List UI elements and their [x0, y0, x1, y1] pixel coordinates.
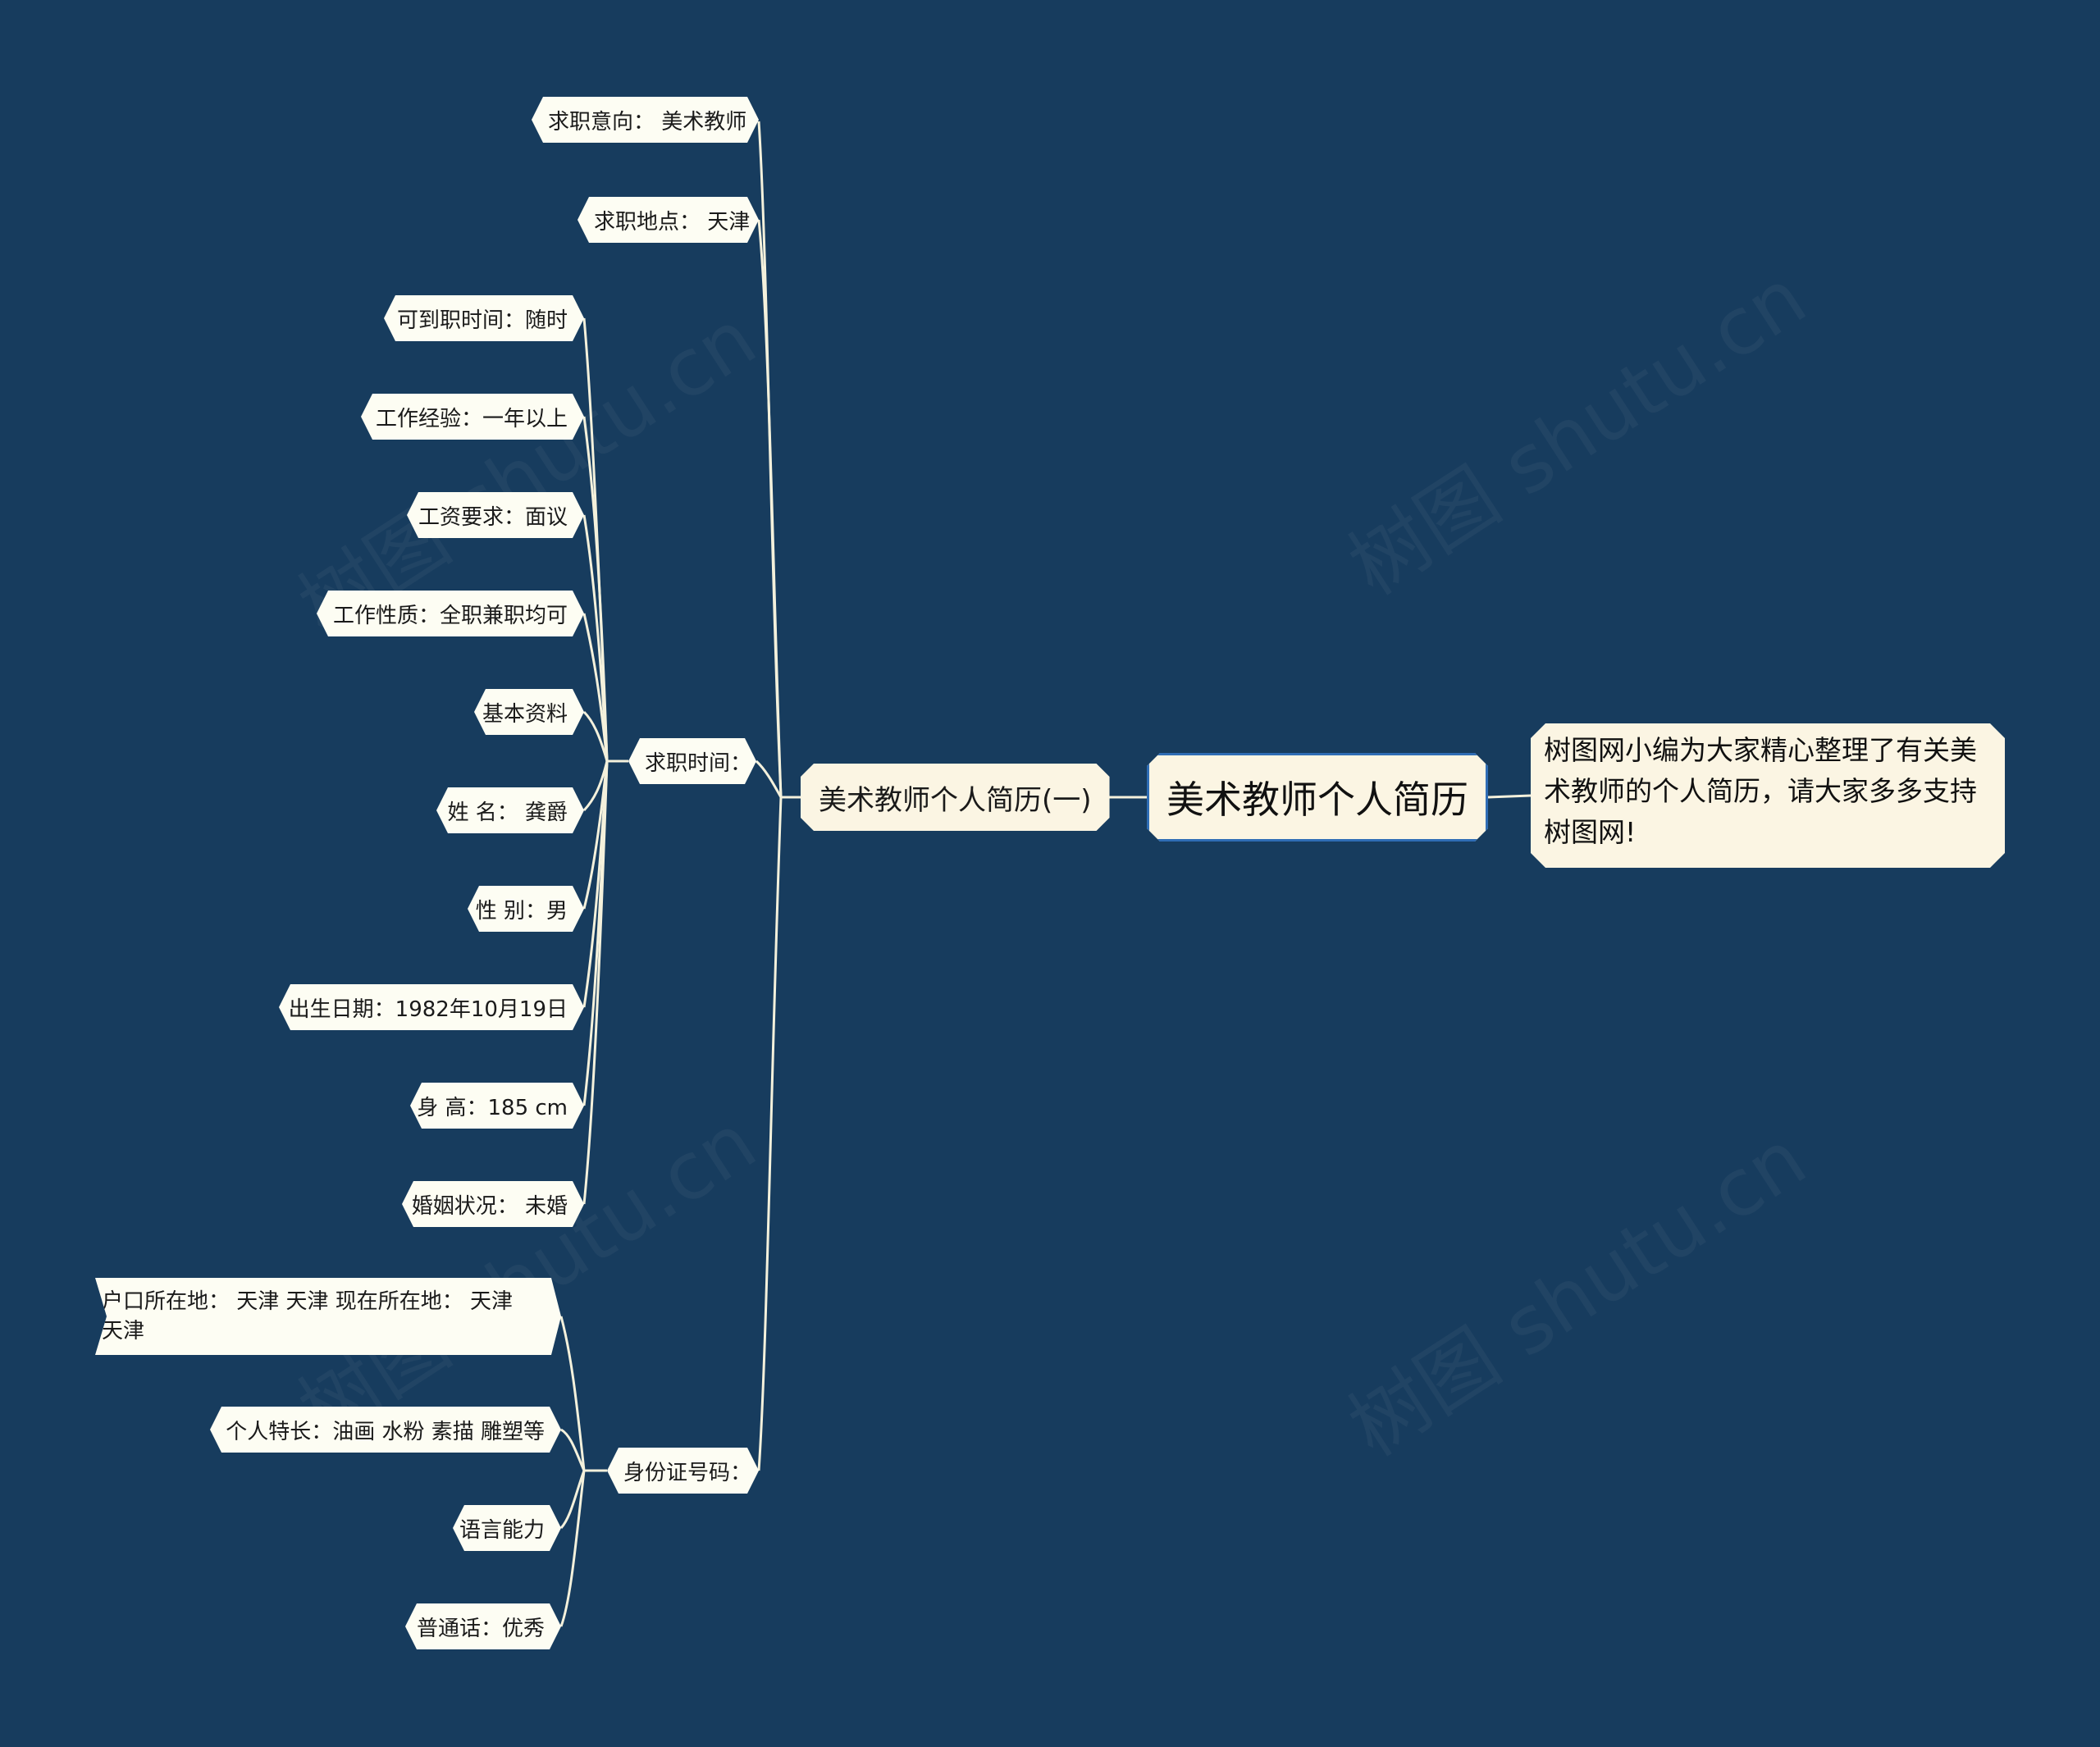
connector-id-4: [559, 1470, 586, 1627]
connector-jt-2: [582, 416, 609, 762]
connector-jt-10: [582, 760, 609, 1205]
root-node[interactable]: 美术教师个人简历: [1147, 753, 1488, 842]
branch-node[interactable]: 美术教师个人简历(一): [801, 764, 1110, 831]
note-text: 树图网小编为大家精心整理了有关美术教师的个人简历，请大家多多支持树图网!: [1544, 734, 1977, 848]
job-time-child-label: 工作经验：一年以上: [375, 406, 568, 431]
id-child[interactable]: 语言能力: [453, 1505, 561, 1551]
job-intent-node[interactable]: 求职意向： 美术教师: [532, 97, 759, 143]
connector-jt-5: [582, 710, 609, 762]
job-time-child-label: 姓 名： 龚爵: [447, 800, 568, 825]
job-location-label: 求职地点： 天津: [594, 209, 751, 235]
job-time-child[interactable]: 性 别：男: [468, 886, 584, 932]
job-time-child-label: 工作性质：全职兼职均可: [332, 603, 568, 628]
job-time-child-label: 可到职时间：随时: [396, 308, 568, 333]
connector-jt-4: [582, 613, 609, 762]
job-time-child-label: 工资要求：面议: [418, 504, 568, 530]
connector-jt-3: [582, 514, 609, 762]
connector-id-2: [560, 1428, 586, 1471]
connector-job-location: [757, 219, 783, 798]
connector-id-3: [559, 1470, 586, 1530]
note-node[interactable]: 树图网小编为大家精心整理了有关美术教师的个人简历，请大家多多支持树图网!: [1531, 723, 2005, 868]
job-time-node[interactable]: 求职时间：: [628, 738, 756, 784]
job-intent-label: 求职意向： 美术教师: [548, 109, 747, 135]
job-time-child[interactable]: 身 高：185 cm: [410, 1083, 584, 1129]
id-number-node[interactable]: 身份证号码：: [607, 1448, 759, 1494]
job-time-child[interactable]: 基本资料: [474, 689, 584, 735]
id-child-label: 户口所在地： 天津 天津 现在所在地： 天津 天津: [102, 1289, 514, 1343]
job-time-label: 求职时间：: [645, 750, 752, 776]
job-time-child[interactable]: 工作性质：全职兼职均可: [317, 591, 584, 636]
id-child-label: 语言能力: [459, 1517, 545, 1543]
job-time-child[interactable]: 姓 名： 龚爵: [436, 787, 584, 833]
id-child[interactable]: 户口所在地： 天津 天津 现在所在地： 天津 天津: [95, 1278, 561, 1355]
id-child[interactable]: 个人特长：油画 水粉 素描 雕塑等: [210, 1407, 561, 1453]
job-location-node[interactable]: 求职地点： 天津: [578, 197, 759, 243]
branch-label: 美术教师个人简历(一): [819, 783, 1092, 817]
job-time-child[interactable]: 可到职时间：随时: [384, 295, 584, 341]
job-time-child[interactable]: 出生日期：1982年10月19日: [279, 984, 584, 1030]
job-time-child-label: 性 别：男: [475, 898, 568, 924]
connector-id-1: [559, 1316, 586, 1471]
connector-job-time: [755, 759, 783, 798]
connector-id: [757, 796, 783, 1471]
root-label: 美术教师个人简历: [1166, 778, 1468, 822]
job-time-child-label: 出生日期：1982年10月19日: [288, 997, 568, 1022]
id-child-label: 个人特长：油画 水粉 素描 雕塑等: [226, 1419, 545, 1444]
job-time-child[interactable]: 婚姻状况： 未婚: [402, 1181, 584, 1227]
job-time-child[interactable]: 工资要求：面议: [407, 492, 584, 538]
job-time-child-label: 身 高：185 cm: [417, 1095, 568, 1120]
id-child-label: 普通话：优秀: [416, 1616, 545, 1641]
job-time-child-label: 基本资料: [482, 701, 568, 727]
job-time-child-label: 婚姻状况： 未婚: [411, 1193, 568, 1219]
job-time-child[interactable]: 工作经验：一年以上: [361, 394, 584, 440]
id-number-label: 身份证号码：: [623, 1460, 752, 1485]
id-child[interactable]: 普通话：优秀: [405, 1603, 561, 1649]
connector-root-note: [1487, 794, 1532, 799]
